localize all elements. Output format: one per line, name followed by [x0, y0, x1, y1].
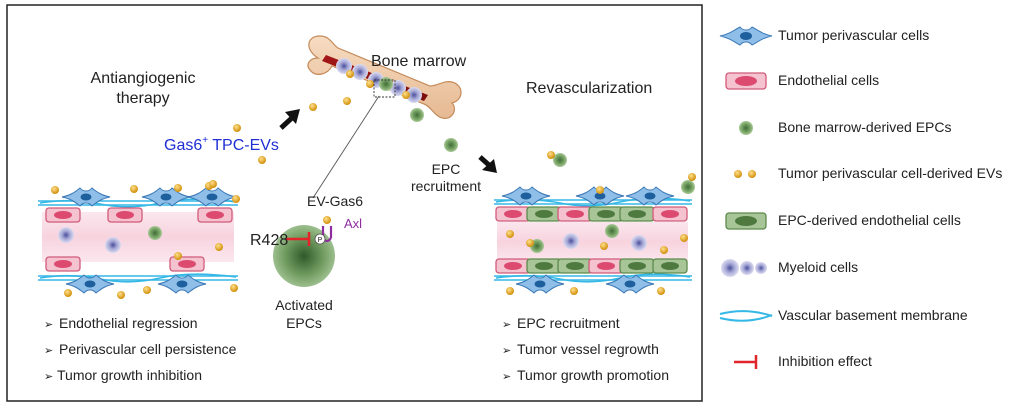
r428-label: R428 [250, 232, 288, 249]
legend-label: Tumor perivascular cells [778, 27, 930, 43]
right-endothelium-bottom [495, 258, 688, 274]
ev-icon [734, 170, 756, 178]
legend-item-membrane: Vascular basement membrane [716, 302, 1027, 330]
recruit-line1: EPC [432, 161, 461, 177]
legend-label: Endothelial cells [778, 72, 880, 88]
arrow-to-revascularization [478, 155, 497, 173]
main-frame [6, 4, 703, 402]
inhibition-icon [734, 355, 758, 369]
left-bullets: ➢ Endothelial regression ➢ Perivascular … [44, 315, 237, 383]
left-title-line2: therapy [116, 90, 169, 107]
bullet-marker: ➢ [44, 371, 53, 383]
legend-label: Tumor perivascular cell-derived EVs [778, 165, 1003, 181]
basement-membrane-icon [719, 310, 773, 322]
right-title: Revascularization [526, 80, 652, 97]
perivascular-cell-icon [719, 26, 773, 46]
left-membrane-bottom [38, 273, 238, 283]
bullet-marker: ➢ [502, 319, 511, 331]
activated-epc [273, 216, 335, 287]
endothelial-cell-icon [725, 72, 767, 90]
right-bullet-1: EPC recruitment [517, 315, 620, 331]
bullet-marker: ➢ [502, 371, 511, 383]
bone-marrow-label: Bone marrow [371, 53, 467, 70]
zoom-line [312, 95, 380, 199]
legend: Tumor perivascular cells Endothelial cel… [716, 0, 1027, 407]
gas6-tpc-evs-label: Gas6+ TPC-EVs [164, 135, 279, 154]
arrow-to-bone-marrow [279, 109, 300, 130]
ev-gas6-label: EV-Gas6 [307, 193, 363, 209]
right-endothelium-top [495, 206, 688, 222]
right-bullet-3: Tumor growth promotion [517, 367, 669, 383]
left-endothelium-top [45, 207, 233, 223]
legend-item-epc-endothelial: EPC-derived endothelial cells [716, 207, 1027, 235]
recruit-line2: recruitment [411, 178, 481, 194]
legend-item-ev: Tumor perivascular cell-derived EVs [716, 160, 1027, 188]
legend-item-endothelial: Endothelial cells [716, 67, 1027, 95]
legend-label: Myeloid cells [778, 259, 859, 275]
phospho-label: P [318, 237, 323, 244]
legend-item-epc: Bone marrow-derived EPCs [716, 114, 1027, 142]
legend-label: Inhibition effect [778, 353, 872, 369]
right-bullets: ➢ EPC recruitment ➢ Tumor vessel regrowt… [502, 315, 669, 383]
activated-line1: Activated [275, 297, 333, 313]
epc-endothelial-cell-icon [725, 212, 767, 230]
legend-label: Bone marrow-derived EPCs [778, 119, 952, 135]
legend-label: EPC-derived endothelial cells [778, 212, 961, 228]
legend-item-inhibition: Inhibition effect [716, 348, 1027, 376]
left-vessel [38, 182, 240, 299]
left-bullet-1: Endothelial regression [59, 315, 198, 331]
legend-label: Vascular basement membrane [778, 307, 968, 323]
right-vessel [494, 151, 696, 295]
bone-marrow [307, 35, 462, 119]
bullet-marker: ➢ [44, 319, 53, 331]
bullet-marker: ➢ [502, 345, 511, 357]
activated-line2: EPCs [286, 315, 322, 331]
left-bullet-3: Tumor growth inhibition [57, 367, 202, 383]
bullet-marker: ➢ [44, 345, 53, 357]
axl-label: Axl [344, 216, 362, 231]
epc-icon [739, 121, 753, 135]
legend-item-perivascular: Tumor perivascular cells [716, 22, 1027, 50]
left-title-line1: Antiangiogenic [91, 70, 196, 87]
left-bullet-2: Perivascular cell persistence [59, 341, 237, 357]
legend-item-myeloid: Myeloid cells [716, 254, 1027, 282]
myeloid-cell-icon [721, 259, 767, 277]
right-membrane-bottom [494, 273, 692, 283]
right-bullet-2: Tumor vessel regrowth [517, 341, 659, 357]
